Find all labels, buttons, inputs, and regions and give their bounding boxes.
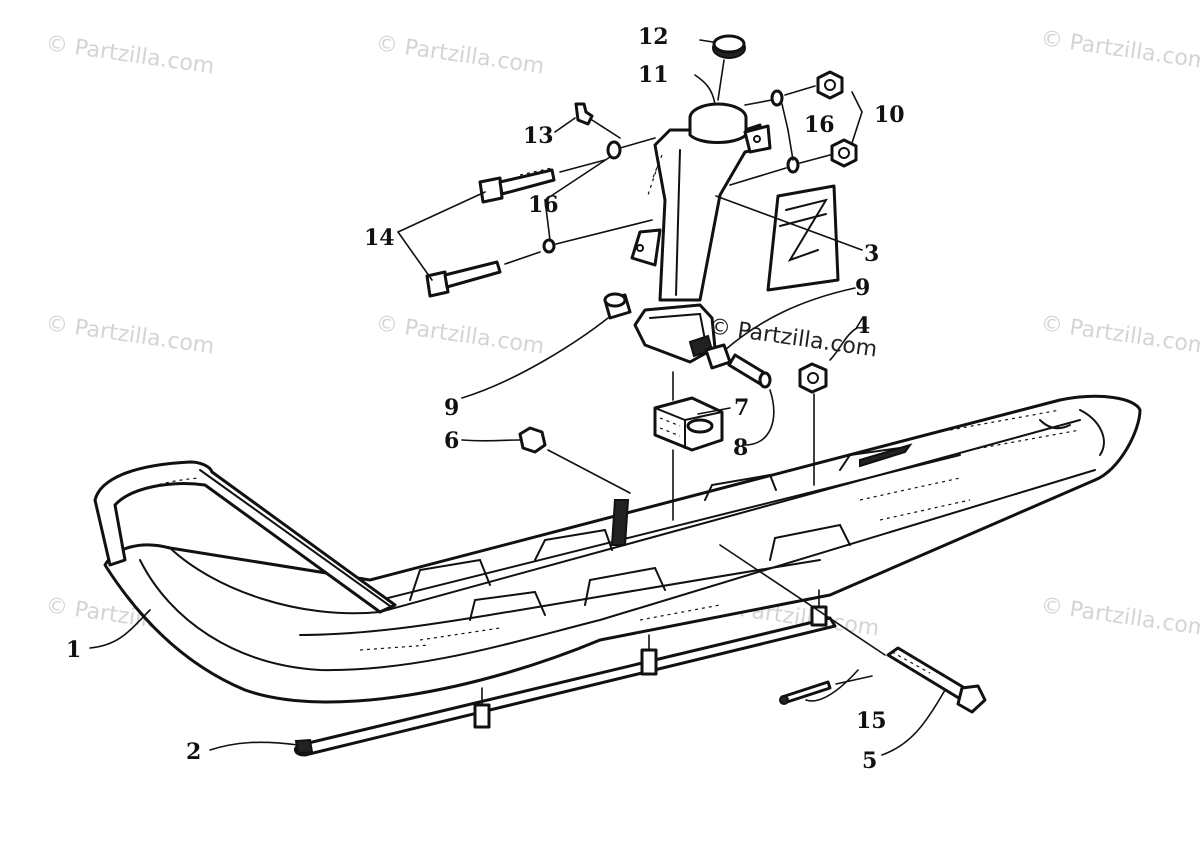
callout-14: 14: [364, 225, 395, 251]
grease-fitting: [574, 102, 621, 139]
watermark: © Partzilla.com: [1039, 311, 1200, 359]
callout-8: 8: [733, 435, 748, 461]
callout-9-right: 9: [855, 275, 870, 301]
nuts-lower: [799, 138, 858, 168]
callout-12: 12: [638, 24, 669, 50]
callout-7: 7: [734, 395, 749, 421]
watermark: © Partzilla.com: [44, 311, 216, 359]
callout-numbers: 1 2 3 4 5 6 7 8 9 9 10 11 12 13 14 15 16…: [66, 24, 905, 774]
bumper-block: [653, 371, 724, 521]
callout-11: 11: [638, 62, 669, 88]
ski-bolt: [719, 544, 987, 714]
ski-body: [103, 394, 1142, 704]
callout-4: 4: [855, 313, 870, 339]
callout-6: 6: [444, 428, 459, 454]
washer: [770, 89, 784, 107]
wear-bar-stud: [810, 605, 828, 627]
watermark: © Partzilla.com: [44, 31, 216, 79]
nuts-upper: [784, 70, 844, 100]
callout-16-right: 16: [804, 112, 835, 138]
callout-5: 5: [862, 748, 877, 774]
nut-right: [798, 362, 828, 486]
washer: [606, 140, 622, 160]
callout-15: 15: [856, 708, 887, 734]
wear-bar: [293, 589, 837, 757]
wear-bar-stud: [473, 703, 491, 729]
bushing-left: [603, 292, 632, 320]
spindle: [630, 102, 840, 364]
ski-loop-handle: [93, 460, 397, 614]
nut-left: [518, 426, 631, 494]
callout-leaders: [89, 39, 946, 756]
washer: [542, 238, 556, 254]
callout-9-left: 9: [444, 395, 459, 421]
bolt-upper: [478, 159, 606, 204]
wear-bar-stud: [640, 648, 658, 676]
pivot-pin: [727, 353, 772, 389]
watermark: © Partzilla.com: [1039, 593, 1200, 641]
bolt-lower: [425, 251, 541, 298]
callout-10: 10: [874, 102, 905, 128]
callout-1: 1: [66, 637, 81, 663]
cap-plug: [712, 34, 746, 101]
callout-13: 13: [523, 123, 554, 149]
callout-2: 2: [186, 739, 201, 765]
watermark-center: © Partzilla.com: [707, 314, 879, 362]
watermark: © Partzilla.com: [1039, 26, 1200, 74]
callout-3: 3: [864, 241, 879, 267]
cotter-pin: [779, 675, 873, 705]
watermark: © Partzilla.com: [374, 31, 546, 79]
watermark: © Partzilla.com: [374, 311, 546, 359]
callout-16-left: 16: [528, 192, 559, 218]
lock-washers: [542, 89, 800, 254]
